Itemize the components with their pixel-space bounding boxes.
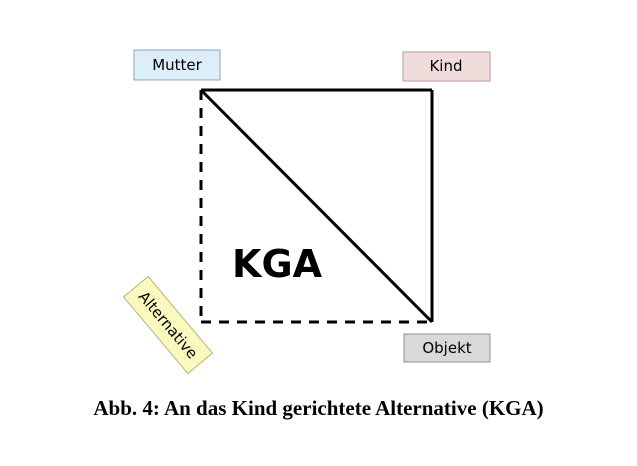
node-child-box	[402, 51, 491, 82]
node-object-box	[403, 333, 491, 363]
figure-caption: Abb. 4: An das Kind gerichtete Alternati…	[93, 396, 544, 420]
node-child: Kind	[402, 51, 491, 82]
node-child-label: Kind	[429, 57, 462, 75]
node-alternative-label: Alternative	[135, 288, 202, 363]
center-label: KGA	[232, 242, 323, 286]
edge-mother-object	[199, 88, 434, 324]
node-mother: Mutter	[133, 49, 221, 81]
node-object: Objekt	[403, 333, 491, 363]
node-object-label: Objekt	[422, 339, 471, 357]
node-mother-box	[133, 49, 221, 81]
node-mother-label: Mutter	[152, 56, 202, 74]
node-alternative: Alternative	[122, 275, 214, 375]
node-alternative-box	[122, 275, 214, 375]
